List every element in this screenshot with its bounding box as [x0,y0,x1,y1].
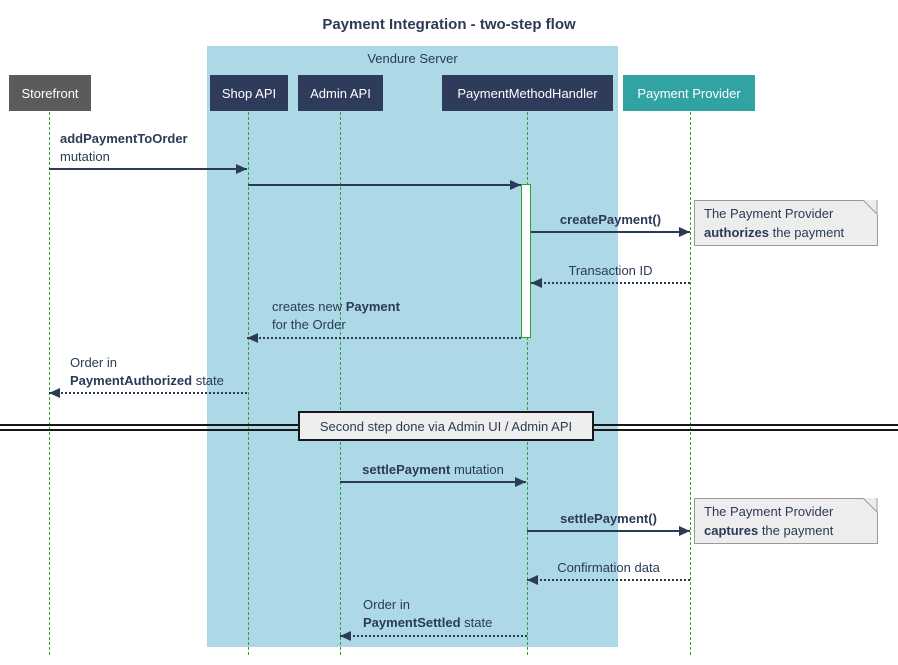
arrowhead-right-icon [679,227,690,237]
lifeline-shop-api [248,112,249,655]
arrowhead-left-icon [247,333,258,343]
arrowhead-left-icon [340,631,351,641]
arrow-settle-payment-mutation [340,481,526,483]
lifeline-payment-method-handler [527,112,528,655]
message-label-settle-payment-call: settlePayment() [560,511,657,526]
diagram-title: Payment Integration - two-step flow [322,16,576,33]
arrowhead-right-icon [679,526,690,536]
message-label-order-authorized: Order in PaymentAuthorized state [70,355,224,388]
divider-label: Second step done via Admin UI / Admin AP… [298,411,594,441]
note-fold-icon [863,200,878,215]
message-label-add-payment-to-order: addPaymentToOrder mutation [60,131,188,164]
vendure-server-group-box [207,46,618,647]
participant-admin-api: Admin API [298,75,383,111]
arrowhead-right-icon [236,164,247,174]
lifeline-payment-provider [690,112,691,655]
arrow-confirmation-data [527,579,690,581]
arrowhead-left-icon [49,388,60,398]
message-label-creates-payment: creates new Payment for the Order [272,299,400,332]
arrow-settle-payment-call [527,530,690,532]
arrowhead-right-icon [515,477,526,487]
lifeline-storefront [49,112,50,655]
lifeline-admin-api [340,112,341,655]
arrowhead-right-icon [510,180,521,190]
arrow-order-settled [340,635,527,637]
vendure-server-group-label: Vendure Server [367,51,458,66]
participant-storefront: Storefront [9,75,91,111]
participant-payment-provider: Payment Provider [623,75,755,111]
activation-bar-payment-method-handler [521,184,531,338]
arrow-add-payment-to-order [49,168,247,170]
participant-payment-method-handler: PaymentMethodHandler [442,75,613,111]
note-fold-icon [863,498,878,513]
arrow-creates-payment [247,337,521,339]
message-label-confirmation-data: Confirmation data [557,560,660,575]
note-authorizes: The Payment Provider authorizes the paym… [694,200,878,246]
message-label-transaction-id: Transaction ID [568,263,653,278]
participant-shop-api: Shop API [210,75,288,111]
arrow-shop-api-to-handler [248,184,521,186]
arrow-create-payment [531,231,690,233]
arrowhead-left-icon [531,278,542,288]
arrowhead-left-icon [527,575,538,585]
arrow-order-authorized [49,392,247,394]
message-label-settle-payment-mutation: settlePayment mutation [362,462,504,477]
message-label-create-payment: createPayment() [559,212,662,227]
arrow-transaction-id [531,282,690,284]
note-captures: The Payment Provider captures the paymen… [694,498,878,544]
message-label-order-settled: Order in PaymentSettled state [363,597,493,630]
